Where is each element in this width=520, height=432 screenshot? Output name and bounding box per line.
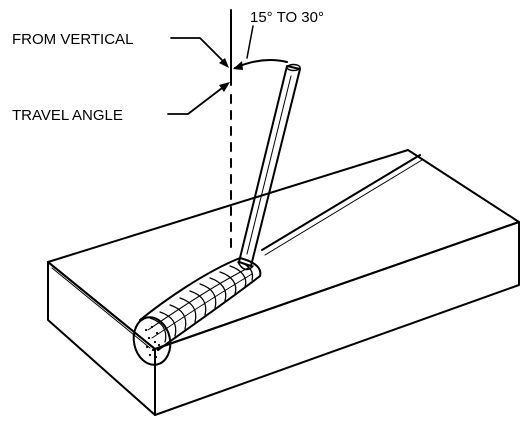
electrode-top-end: [286, 63, 301, 72]
angle-range-label: 15° TO 30°: [250, 9, 324, 26]
weld-bead: [139, 257, 262, 351]
travel-angle-arc: [234, 59, 288, 69]
travel-angle-label: TRAVEL ANGLE: [12, 107, 123, 124]
weld-joint-line: [261, 154, 423, 256]
plate-right-face: [154, 221, 520, 416]
from-vertical-leader: [170, 37, 227, 65]
angle-range-leader: [246, 25, 254, 59]
weld-cross-section: [132, 316, 172, 366]
weld-crater: [132, 316, 172, 366]
electrode-arc: [237, 261, 254, 271]
from-vertical-label: FROM VERTICAL: [12, 31, 133, 48]
travel-angle-leader-arrowhead: [219, 82, 230, 92]
base-plate: [47, 149, 520, 416]
electrode-rod: [238, 65, 301, 267]
from-vertical-leader-arrowhead: [219, 58, 229, 68]
travel-angle-arc-arrowhead: [233, 61, 243, 70]
travel-angle-leader: [167, 84, 227, 115]
electrode: [237, 63, 301, 271]
weld-bead-outline: [139, 257, 262, 351]
